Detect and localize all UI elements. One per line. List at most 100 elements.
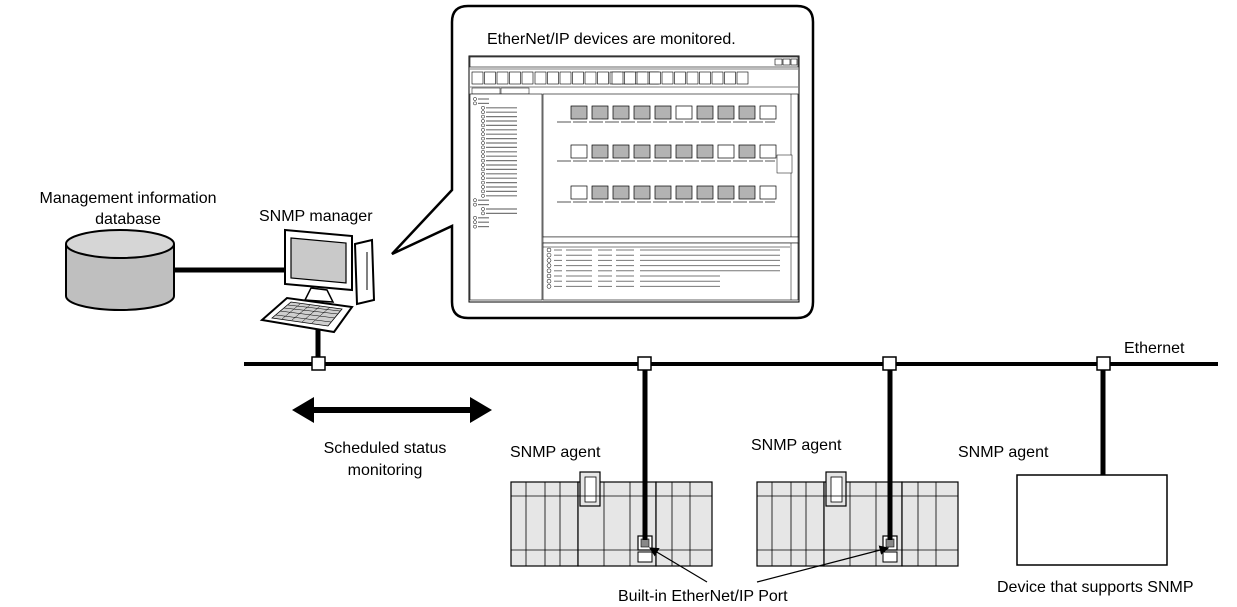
device-cell-icon [675, 105, 693, 120]
agent3-label: SNMP agent [958, 444, 1049, 461]
device-label: Device that supports SNMP [997, 579, 1194, 596]
tree-node-icon [481, 158, 485, 163]
plc-agent1 [510, 471, 713, 567]
log-status-icon [546, 273, 552, 279]
device-cell-icon [591, 185, 609, 200]
device-grid [557, 105, 793, 203]
tree-node-icon [481, 141, 485, 145]
ethernet-label: Ethernet [1124, 340, 1185, 357]
toolbar-button-icon [534, 71, 547, 85]
connector-agent3 [1096, 356, 1111, 371]
device-cell-icon [675, 185, 693, 200]
monitor-software-window [468, 55, 800, 303]
agent1-label: SNMP agent [510, 444, 601, 461]
tree-node-icon [481, 207, 485, 211]
device-cell-icon [591, 144, 609, 159]
tree-node-icon [481, 171, 485, 176]
port-label: Built-in EtherNet/IP Port [618, 588, 788, 605]
device-cell-icon [654, 185, 672, 200]
toolbar-button-icon [559, 71, 572, 85]
toolbar-button-icon [521, 71, 534, 85]
tree-node-icon [481, 176, 485, 181]
toolbar-button-icon [509, 71, 521, 85]
tree-node-icon [481, 132, 485, 137]
log-status-icon [546, 284, 552, 289]
device-cell-icon [654, 105, 672, 120]
device-cell-icon [717, 144, 735, 159]
toolbar-button-icon [636, 71, 649, 85]
toolbar-button-icon [686, 71, 699, 85]
toolbar-button-icon [597, 71, 609, 85]
device-cell-icon [738, 144, 756, 159]
tree-node-icon [473, 224, 477, 229]
log-status-icon [546, 252, 552, 258]
device-cell-icon [591, 105, 609, 120]
connector-agent2 [882, 356, 897, 371]
tree-node-icon [481, 105, 485, 110]
toolbar-button-icon [471, 71, 484, 85]
toolbar-button-icon [711, 71, 724, 85]
toolbar-button-icon [724, 71, 736, 85]
tree-node-icon [481, 136, 485, 141]
monitoring-label-line1: Scheduled status [323, 440, 447, 457]
device-cell-icon [738, 105, 756, 120]
tree-node-icon [473, 101, 477, 106]
device-cell-icon [696, 144, 714, 159]
toolbar-button-icon [736, 71, 749, 85]
tree-node-icon [481, 185, 485, 189]
connector-manager [311, 356, 326, 371]
toolbar-button-icon [611, 71, 624, 85]
tree-node-icon [481, 114, 485, 119]
toolbar-button-icon [496, 71, 509, 85]
tree-node-icon [473, 198, 477, 203]
database-label-line1: Management information [39, 190, 217, 207]
tree-node-icon [481, 167, 485, 172]
plc-agent2 [756, 471, 959, 567]
tree-node-icon [481, 149, 485, 154]
tree-node-icon [481, 110, 485, 115]
agent2-label: SNMP agent [751, 437, 842, 454]
tooltip-box [776, 154, 793, 174]
tree-node-icon [481, 189, 485, 194]
tree-node-icon [481, 127, 485, 132]
device-cell-icon [612, 144, 630, 159]
tree-node-icon [481, 180, 485, 185]
device-cell-icon [696, 185, 714, 200]
device-cell-icon [717, 105, 735, 120]
device-cell-icon [759, 144, 777, 159]
device-cell-icon [612, 185, 630, 200]
tree-node-icon [481, 154, 485, 159]
tree-node-icon [481, 163, 485, 167]
tree-node-icon [481, 211, 485, 216]
snmp-device-box [1016, 474, 1168, 566]
device-cell-icon [654, 144, 672, 159]
event-log [543, 246, 790, 289]
device-cell-icon [759, 105, 777, 120]
log-status-icon [546, 268, 552, 274]
toolbar-button-icon [624, 71, 636, 85]
toolbar-button-icon [547, 71, 559, 85]
device-cell-icon [759, 185, 777, 200]
toolbar-button-icon [674, 71, 686, 85]
toolbar-button-icon [661, 71, 674, 85]
device-cell-icon [612, 105, 630, 120]
device-cell-icon [675, 144, 693, 159]
toolbar-button-icon [699, 71, 711, 85]
manager-label: SNMP manager [259, 208, 373, 225]
tree-node-icon [481, 193, 485, 198]
monitoring-label-line2: monitoring [347, 462, 423, 479]
tree-node-icon [481, 145, 485, 150]
toolbar-button-icon [572, 71, 584, 85]
device-cell-icon [633, 144, 651, 159]
connector-agent1 [637, 356, 652, 371]
toolbar-button-icon [649, 71, 661, 85]
device-cell-icon [633, 105, 651, 120]
device-cell-icon [717, 185, 735, 200]
device-cell-icon [570, 185, 588, 200]
port-pointer-arrows [648, 545, 890, 583]
toolbar-button-icon [584, 71, 597, 85]
snmp-manager-pc [259, 228, 376, 334]
device-cell-icon [570, 105, 588, 120]
tree-node-icon [481, 123, 485, 128]
